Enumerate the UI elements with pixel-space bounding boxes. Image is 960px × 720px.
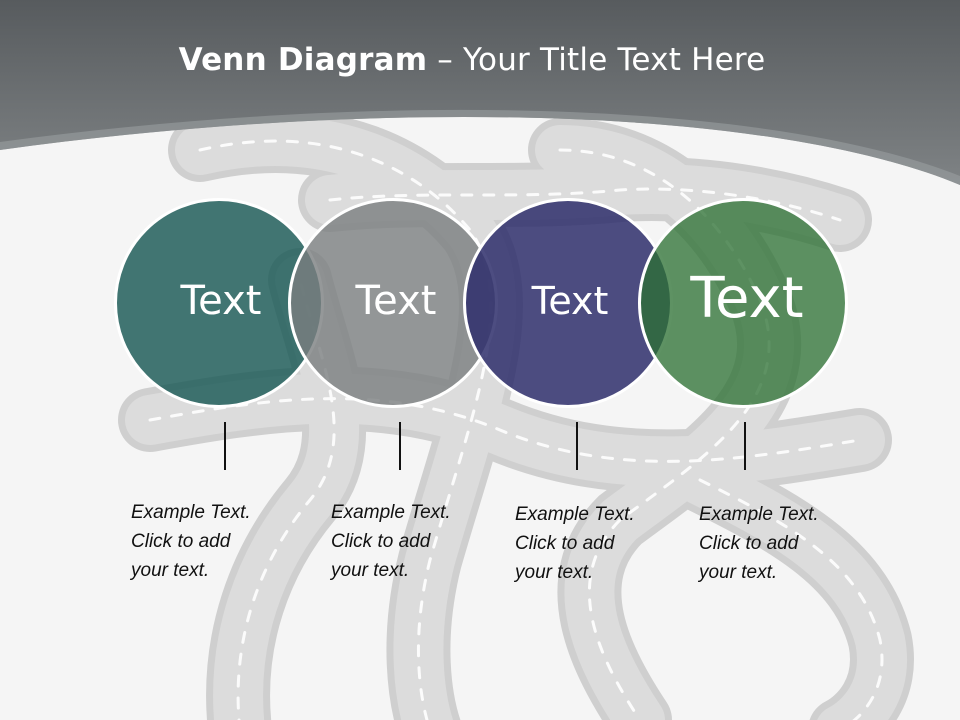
slide-title[interactable]: Venn Diagram – Your Title Text Here — [0, 42, 944, 78]
description-2-line-2: Click to add — [331, 531, 431, 552]
description-3-line-2: Click to add — [515, 533, 615, 554]
description-3-line-1: Example Text. — [515, 504, 635, 525]
description-1-line-2: Click to add — [131, 531, 231, 552]
title-rest: – Your Title Text Here — [427, 42, 766, 78]
description-1[interactable]: Example Text. Click to add your text. — [131, 498, 291, 585]
description-1-line-1: Example Text. — [131, 502, 251, 523]
description-4-line-1: Example Text. — [699, 504, 819, 525]
circle-1-label: Text — [180, 278, 262, 324]
description-3[interactable]: Example Text. Click to add your text. — [515, 500, 675, 587]
venn-circle-4[interactable]: Text — [638, 198, 848, 408]
circle-2-label: Text — [355, 278, 437, 324]
circle-4-label: Text — [690, 265, 804, 331]
description-2[interactable]: Example Text. Click to add your text. — [331, 498, 491, 585]
description-4[interactable]: Example Text. Click to add your text. — [699, 500, 859, 587]
circle-3-label: Text — [531, 279, 609, 323]
description-3-line-3: your text. — [515, 562, 594, 583]
description-2-line-1: Example Text. — [331, 502, 451, 523]
description-4-line-2: Click to add — [699, 533, 799, 554]
connector-line-2 — [399, 422, 401, 470]
description-4-line-3: your text. — [699, 562, 778, 583]
title-bold: Venn Diagram — [178, 42, 428, 78]
description-2-line-3: your text. — [331, 560, 410, 581]
header-band — [0, 0, 960, 185]
connector-line-4 — [744, 422, 746, 470]
description-1-line-3: your text. — [131, 560, 210, 581]
connector-line-3 — [576, 422, 578, 470]
connector-line-1 — [224, 422, 226, 470]
